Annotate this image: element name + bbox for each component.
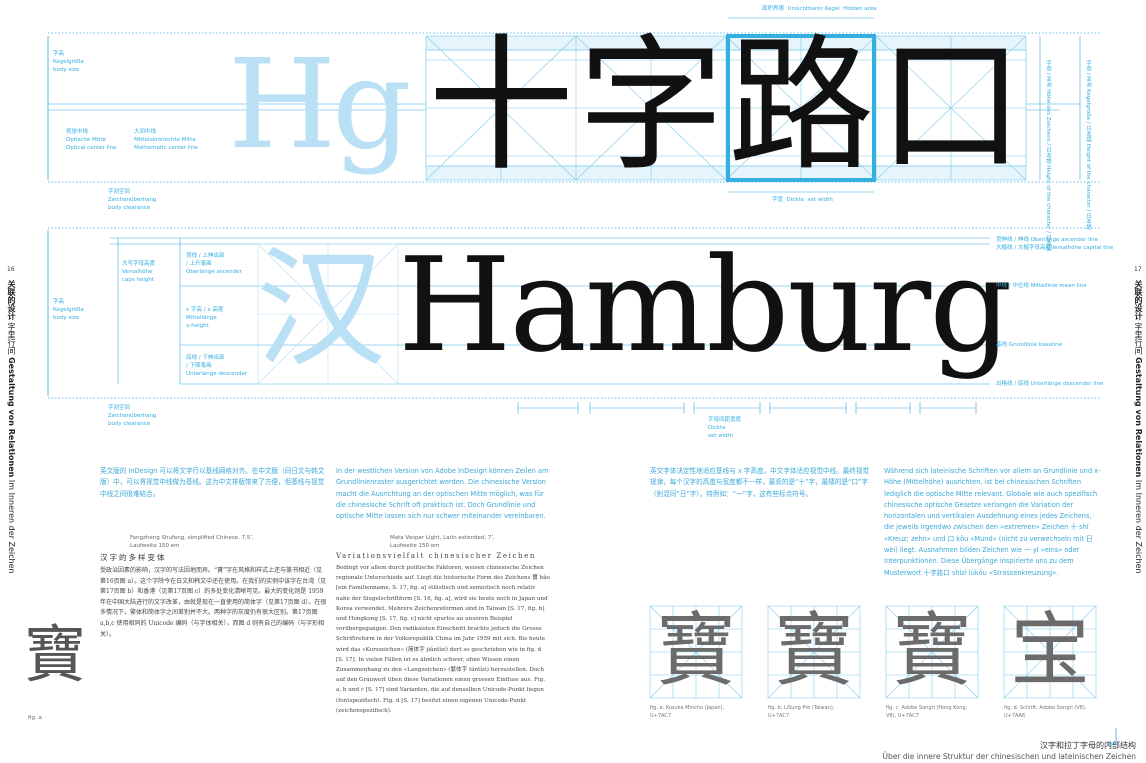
page-number-right: 17: [1134, 266, 1142, 273]
glyph-grid-line: [885, 605, 979, 699]
side-title-zh-right: 字里行间: [1134, 322, 1143, 355]
latin-hg: Hg: [228, 33, 412, 177]
side-sub-de-left: Im Inneren der Zeichen: [7, 479, 16, 574]
glyph-caption-line: fig. d: Schrift: Adobe Songti (V8),: [1004, 705, 1087, 711]
diagram-1-guides: [47, 17, 1100, 193]
page-number-left: 16: [7, 266, 15, 273]
glyph-grid-line: [649, 605, 743, 699]
glyph-3: 寶: [892, 604, 972, 697]
col1-text: 受政治因素的影响，汉字的写法因地而异。“寶”字在风格和样式上还与篆书相近（见第1…: [100, 567, 327, 638]
glyph-caption-2: fig. b: LiSung Pro (Taiwan), U+7AC7: [768, 704, 880, 720]
footer-zh: 汉字和拉丁字母的内部结构: [1040, 741, 1136, 750]
caption-font-1: Fangzheng Shufeng, simplified Chinese, 7…: [130, 535, 254, 549]
diagram-2-guides: [47, 227, 1100, 414]
side-title-de-left: Gestaltung von Relationen: [7, 357, 16, 478]
glyph-caption-4: fig. d: Schrift: Adobe Songti (V8), U+7AA…: [1004, 704, 1116, 720]
side-title-zh-bold-left: 关联的设计: [7, 280, 16, 320]
latin-hamburg: Hamburg: [398, 229, 1012, 381]
col2-heading: Variationsvielfalt chinesischer Zeichen: [336, 552, 536, 560]
fig-a-label: fig. a: [28, 715, 42, 721]
col2-intro: In der westlichen Version von Adobe InDe…: [336, 467, 549, 521]
label-right-height-2: 字高 / 亚洲 Kegelgröße / 日本語 Height of the c…: [1085, 60, 1091, 230]
glyph-caption-line: U+7AA6: [1004, 713, 1026, 719]
label-mean-line: 中线 / 中位线 Mittellinie mean line: [996, 283, 1087, 289]
glyph-grid-line: [767, 605, 861, 699]
col1-body: 汉字的多样变体 受政治因素的影响，汉字的写法因地而异。“寶”字在风格和样式上还与…: [100, 552, 328, 640]
glyph-caption-line: U+7AC7: [768, 713, 790, 719]
glyph-4: 宝: [1010, 604, 1090, 697]
glyph-caption-1: fig. a: Kozuka Mincho (Japan), U+7AC7: [650, 704, 762, 720]
glyph-1: 寶: [656, 604, 736, 697]
han-chinese: 汉: [256, 233, 387, 385]
glyph-caption-line: fig. c: Adobe Songti (Hong Kong,: [886, 705, 968, 711]
label-set-width-1: 字宽 Dickte set width: [772, 197, 833, 203]
label-right-height-1: 字高 / 亚洲 Höhe des Zeichens / 日本語 Height o…: [1045, 60, 1051, 252]
col3-intro: 英文字体决定性地适应基线与 x 字高度。中文字体适应视觉中线。最终视觉规律，每个…: [650, 467, 870, 498]
caption-font-2: Mata Vesper Light, Latin extended, 7’,La…: [390, 535, 495, 549]
glyph-2: 寶: [774, 604, 854, 697]
side-sub-de-right: Im Inneren der Zeichen: [1134, 479, 1143, 574]
side-title-zh-bold-right: 关联的设计: [1134, 280, 1143, 320]
col4-intro: Während sich lateinische Schriften vor a…: [884, 467, 1101, 577]
side-title-left: 关联的设计 字里行间 Gestaltung von Relationen Im …: [6, 280, 16, 574]
footer-arrow: [1107, 728, 1117, 746]
label-hidden-area: 面积界限 Unsichtbarer Kegel Hidden area: [762, 6, 877, 12]
label-descender-line: 出格线 / 底线 Unterlänge descender line: [996, 381, 1104, 387]
col2-text: Bedingt vor allem durch politische Fakto…: [336, 565, 550, 714]
glyph-caption-line: fig. b: LiSung Pro (Taiwan),: [768, 705, 835, 711]
han-crossroad: 十字路口: [428, 21, 1028, 191]
glyph-caption-line: fig. a: Kozuka Mincho (Japan),: [650, 705, 725, 711]
side-title-zh-left: 字里行间: [7, 322, 16, 355]
seal-character: 寶: [24, 618, 87, 691]
col2-body: Variationsvielfalt chinesischer Zeichen …: [336, 552, 550, 716]
label-baseline: 基线 Grundlinie baseline: [996, 342, 1062, 348]
glyph-caption-line: V8), U+7AC7: [886, 713, 919, 719]
footer-de: Über die innere Struktur der chinesische…: [882, 752, 1136, 761]
glyph-caption-line: U+7AC7: [650, 713, 672, 719]
side-title-right: 关联的设计 字里行间 Gestaltung von Relationen Im …: [1133, 280, 1143, 574]
glyph-caption-3: fig. c: Adobe Songti (Hong Kong, V8), U+7…: [886, 704, 998, 720]
col1-intro: 英文版的 InDesign 可以将文字行以基线网格对齐。在中文版（同日文与韩文版…: [100, 467, 325, 498]
side-title-de-right: Gestaltung von Relationen: [1134, 357, 1143, 478]
glyph-grids: [649, 605, 1097, 699]
col1-heading: 汉字的多样变体: [100, 553, 167, 562]
footer-caption: 汉字和拉丁字母的内部结构 Über die innere Struktur de…: [883, 740, 1136, 762]
glyph-grid-line: [1003, 605, 1097, 699]
glyph-comparison: 寶 fig. a: Kozuka Mincho (Japan), U+7AC7 寶 fi…: [648, 604, 1100, 734]
